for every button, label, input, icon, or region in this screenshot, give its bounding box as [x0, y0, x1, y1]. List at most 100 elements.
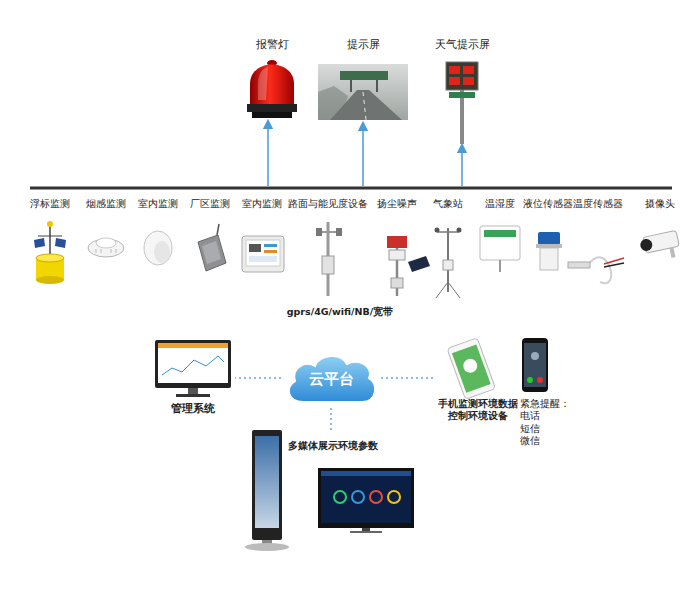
prompt-screen — [350, 80, 352, 92]
node-label: 扬尘噪声 — [377, 198, 417, 210]
sensor-node: 液位传感器 — [523, 198, 573, 308]
dotted-connector — [330, 408, 332, 430]
icon-space — [247, 210, 277, 308]
output-device: 报警灯 — [247, 38, 297, 130]
icon-space — [382, 210, 412, 308]
smoke-detector — [88, 239, 124, 257]
factory-sensor — [202, 241, 221, 264]
weather-screen — [449, 66, 460, 74]
alarm-light — [252, 112, 292, 118]
smoke-detector — [111, 249, 112, 253]
icon-space — [143, 210, 173, 308]
dotted-connector — [381, 377, 436, 379]
prompt-screen — [363, 92, 366, 120]
icon-space — [288, 452, 464, 564]
node-label: 管理系统 — [171, 402, 215, 414]
buoy — [34, 238, 45, 248]
weather-station — [436, 282, 448, 298]
weather-screen — [463, 77, 474, 85]
node-label: 室内监测 — [242, 198, 282, 210]
weather-station — [437, 231, 459, 233]
icon-space — [583, 210, 613, 308]
node-label: 报警灯 — [256, 38, 289, 50]
kiosk — [245, 543, 289, 551]
sensor-node: 气象站 — [433, 198, 463, 308]
icon-space — [247, 50, 297, 130]
phone — [447, 338, 496, 400]
prompt-screen — [376, 80, 378, 92]
smoke-detector — [96, 249, 97, 253]
weather-screen — [446, 62, 478, 90]
phone — [524, 343, 546, 387]
tv-screen — [318, 468, 414, 528]
tv-screen — [362, 528, 370, 531]
node-label: 多媒体展示环境参数 — [288, 440, 378, 452]
phone — [452, 344, 491, 392]
temp-sensor — [604, 263, 624, 267]
display-node: 多媒体展示环境参数 — [240, 432, 416, 564]
road-station — [316, 228, 322, 236]
cloud-label: 云平台 — [309, 370, 354, 388]
tv-screen — [321, 471, 411, 523]
dust-station — [389, 250, 405, 260]
temp-sensor — [568, 262, 590, 268]
level-sensor — [536, 244, 562, 248]
alarm-light — [247, 104, 297, 112]
temp-sensor — [588, 257, 611, 283]
node-label: 路面与能见度设备 — [288, 198, 368, 210]
node-label: 天气提示屏 — [435, 38, 490, 50]
indoor-panel — [249, 244, 261, 252]
sensor-node: 室内监测 — [138, 198, 178, 308]
dotted-connector — [235, 377, 281, 379]
indoor-panel — [264, 250, 277, 253]
indoor-sensor — [154, 241, 170, 263]
monitor — [155, 340, 231, 388]
tv-screen — [352, 491, 364, 503]
phone — [522, 338, 548, 392]
node-label: 提示屏 — [347, 38, 380, 50]
weather-station — [448, 282, 460, 298]
monitor — [188, 388, 198, 394]
sensor-node: 厂区监测 — [190, 198, 230, 308]
icon-space — [433, 210, 463, 308]
kiosk — [255, 436, 279, 528]
th-sensor — [484, 230, 516, 237]
alarm-light — [258, 67, 268, 100]
phone — [461, 357, 479, 375]
node-label: 摄像头 — [645, 198, 675, 210]
buoy — [36, 276, 64, 284]
management-node: 管理系统 — [153, 338, 233, 414]
output-arrow — [362, 126, 364, 186]
sensor-node: 室内监测 — [242, 198, 282, 308]
bus-line — [30, 187, 672, 190]
dust-station — [391, 278, 403, 288]
tv-screen — [388, 491, 400, 503]
weather-station — [435, 228, 440, 233]
prompt-screen — [318, 64, 408, 120]
prompt-screen — [340, 71, 388, 80]
buoy — [36, 254, 64, 262]
level-sensor — [538, 232, 560, 245]
prompt-screen — [330, 90, 402, 120]
icon-space — [317, 50, 409, 134]
node-label: 手机监测环境数据 控制环境设备 — [438, 398, 518, 422]
output-device: 提示屏 — [317, 38, 409, 134]
icon-space — [448, 338, 508, 398]
indoor-sensor — [144, 231, 172, 265]
output-arrow — [267, 124, 269, 186]
alarm-light — [250, 65, 294, 107]
th-sensor — [480, 226, 520, 260]
node-label: 紧急提醒： — [520, 398, 570, 410]
icon-space — [485, 210, 515, 308]
monitor — [158, 343, 228, 383]
icon-space — [313, 210, 343, 308]
weather-screen — [463, 66, 474, 74]
buoy — [38, 236, 62, 237]
icon-space — [533, 210, 563, 308]
sensor-node: 路面与能见度设备 — [288, 198, 368, 308]
monitor — [162, 356, 224, 375]
dust-station — [408, 256, 430, 272]
icon-space — [91, 210, 121, 308]
